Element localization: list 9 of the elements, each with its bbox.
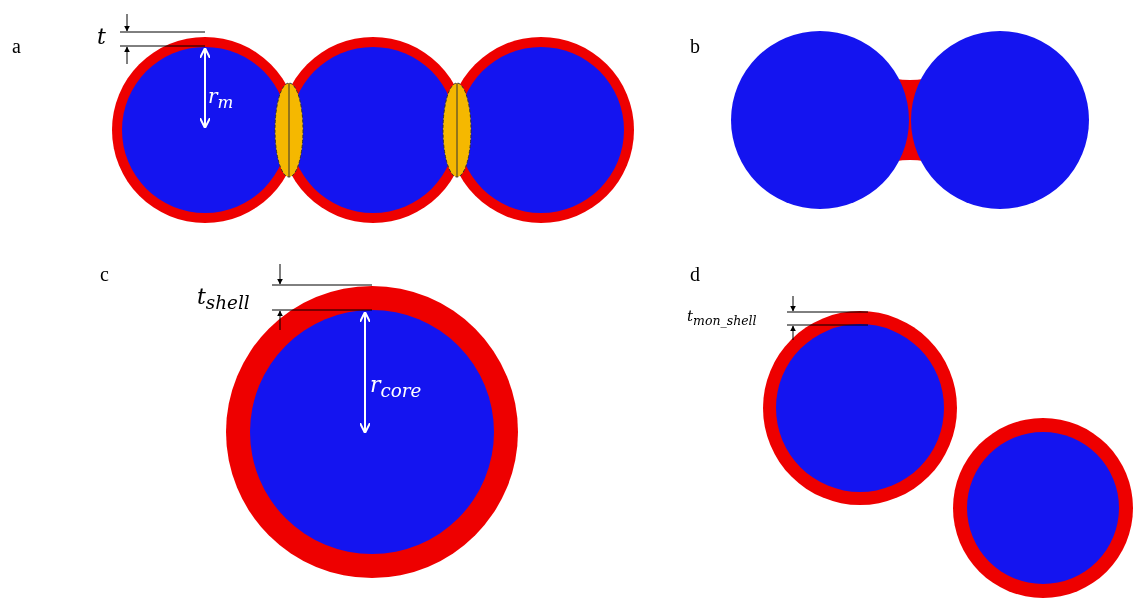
dimension-label: t	[97, 26, 106, 48]
dimension-label: t$_{mon_shell}$	[687, 309, 757, 328]
dimension-label: t$_{shell}$	[197, 286, 250, 313]
dimension-label: r$_{core}$	[370, 374, 422, 401]
panel-letter: d	[690, 264, 700, 284]
panel-letter: c	[100, 264, 109, 284]
panel-letter: a	[12, 36, 21, 56]
dimension-label: r$_{m}$	[208, 86, 234, 112]
panel-letter: b	[690, 36, 700, 56]
